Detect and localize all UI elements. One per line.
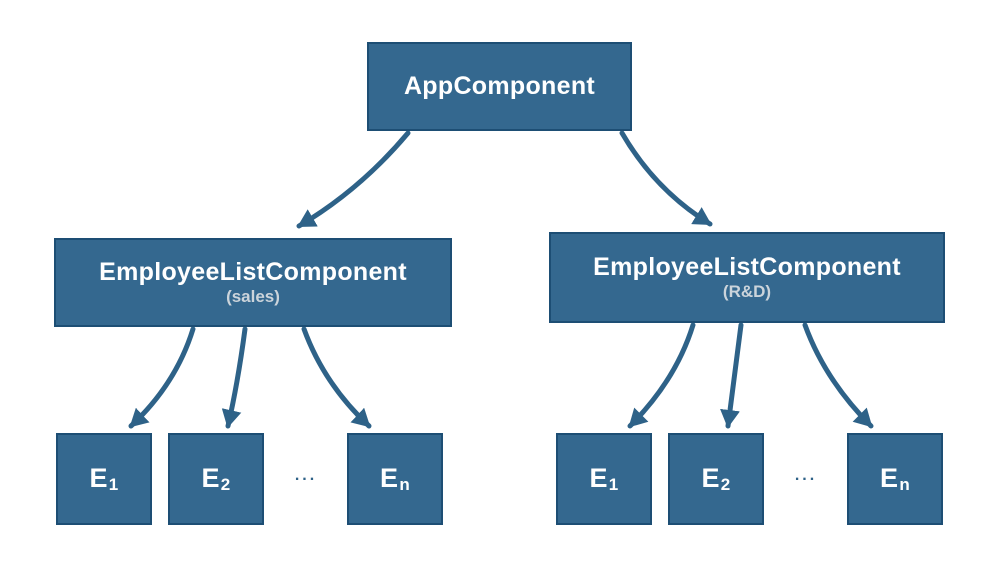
node-app-component: AppComponent xyxy=(367,42,632,131)
arrow-sales-to-e1 xyxy=(128,326,196,429)
subscript: 2 xyxy=(720,475,731,495)
node-sales-e1: E1 xyxy=(56,433,152,525)
node-sales-e2: E2 xyxy=(168,433,264,525)
arrow-rnd-to-e2 xyxy=(720,322,744,429)
node-label: E2 xyxy=(201,463,231,495)
arrow-root-to-rnd xyxy=(619,130,713,227)
subscript: 1 xyxy=(108,475,119,495)
arrow-root-to-sales xyxy=(296,130,411,229)
node-sales-en: En xyxy=(347,433,443,525)
node-label: E1 xyxy=(589,463,619,495)
node-label: En xyxy=(880,463,910,495)
node-label: En xyxy=(380,463,410,495)
ellipsis-sales: ... xyxy=(294,467,318,484)
node-sublabel: (R&D) xyxy=(722,281,772,301)
arrow-rnd-to-en xyxy=(802,322,874,429)
subscript: n xyxy=(399,475,410,495)
node-label: AppComponent xyxy=(403,72,596,101)
node-sublabel: (sales) xyxy=(226,286,280,306)
arrow-sales-to-en xyxy=(301,326,372,429)
node-label: EmployeeListComponent xyxy=(593,252,901,281)
node-employee-list-rnd: EmployeeListComponent (R&D) xyxy=(549,232,945,323)
node-label: E2 xyxy=(701,463,731,495)
ellipsis-rnd: ... xyxy=(794,467,818,484)
node-label: EmployeeListComponent xyxy=(99,257,407,286)
node-employee-list-sales: EmployeeListComponent (sales) xyxy=(54,238,452,327)
node-rnd-en: En xyxy=(847,433,943,525)
subscript: 1 xyxy=(608,475,619,495)
arrow-sales-to-e2 xyxy=(221,326,248,429)
subscript: n xyxy=(899,475,910,495)
node-rnd-e2: E2 xyxy=(668,433,764,525)
node-label: E1 xyxy=(89,463,119,495)
arrow-rnd-to-e1 xyxy=(627,322,696,429)
subscript: 2 xyxy=(220,475,231,495)
node-rnd-e1: E1 xyxy=(556,433,652,525)
